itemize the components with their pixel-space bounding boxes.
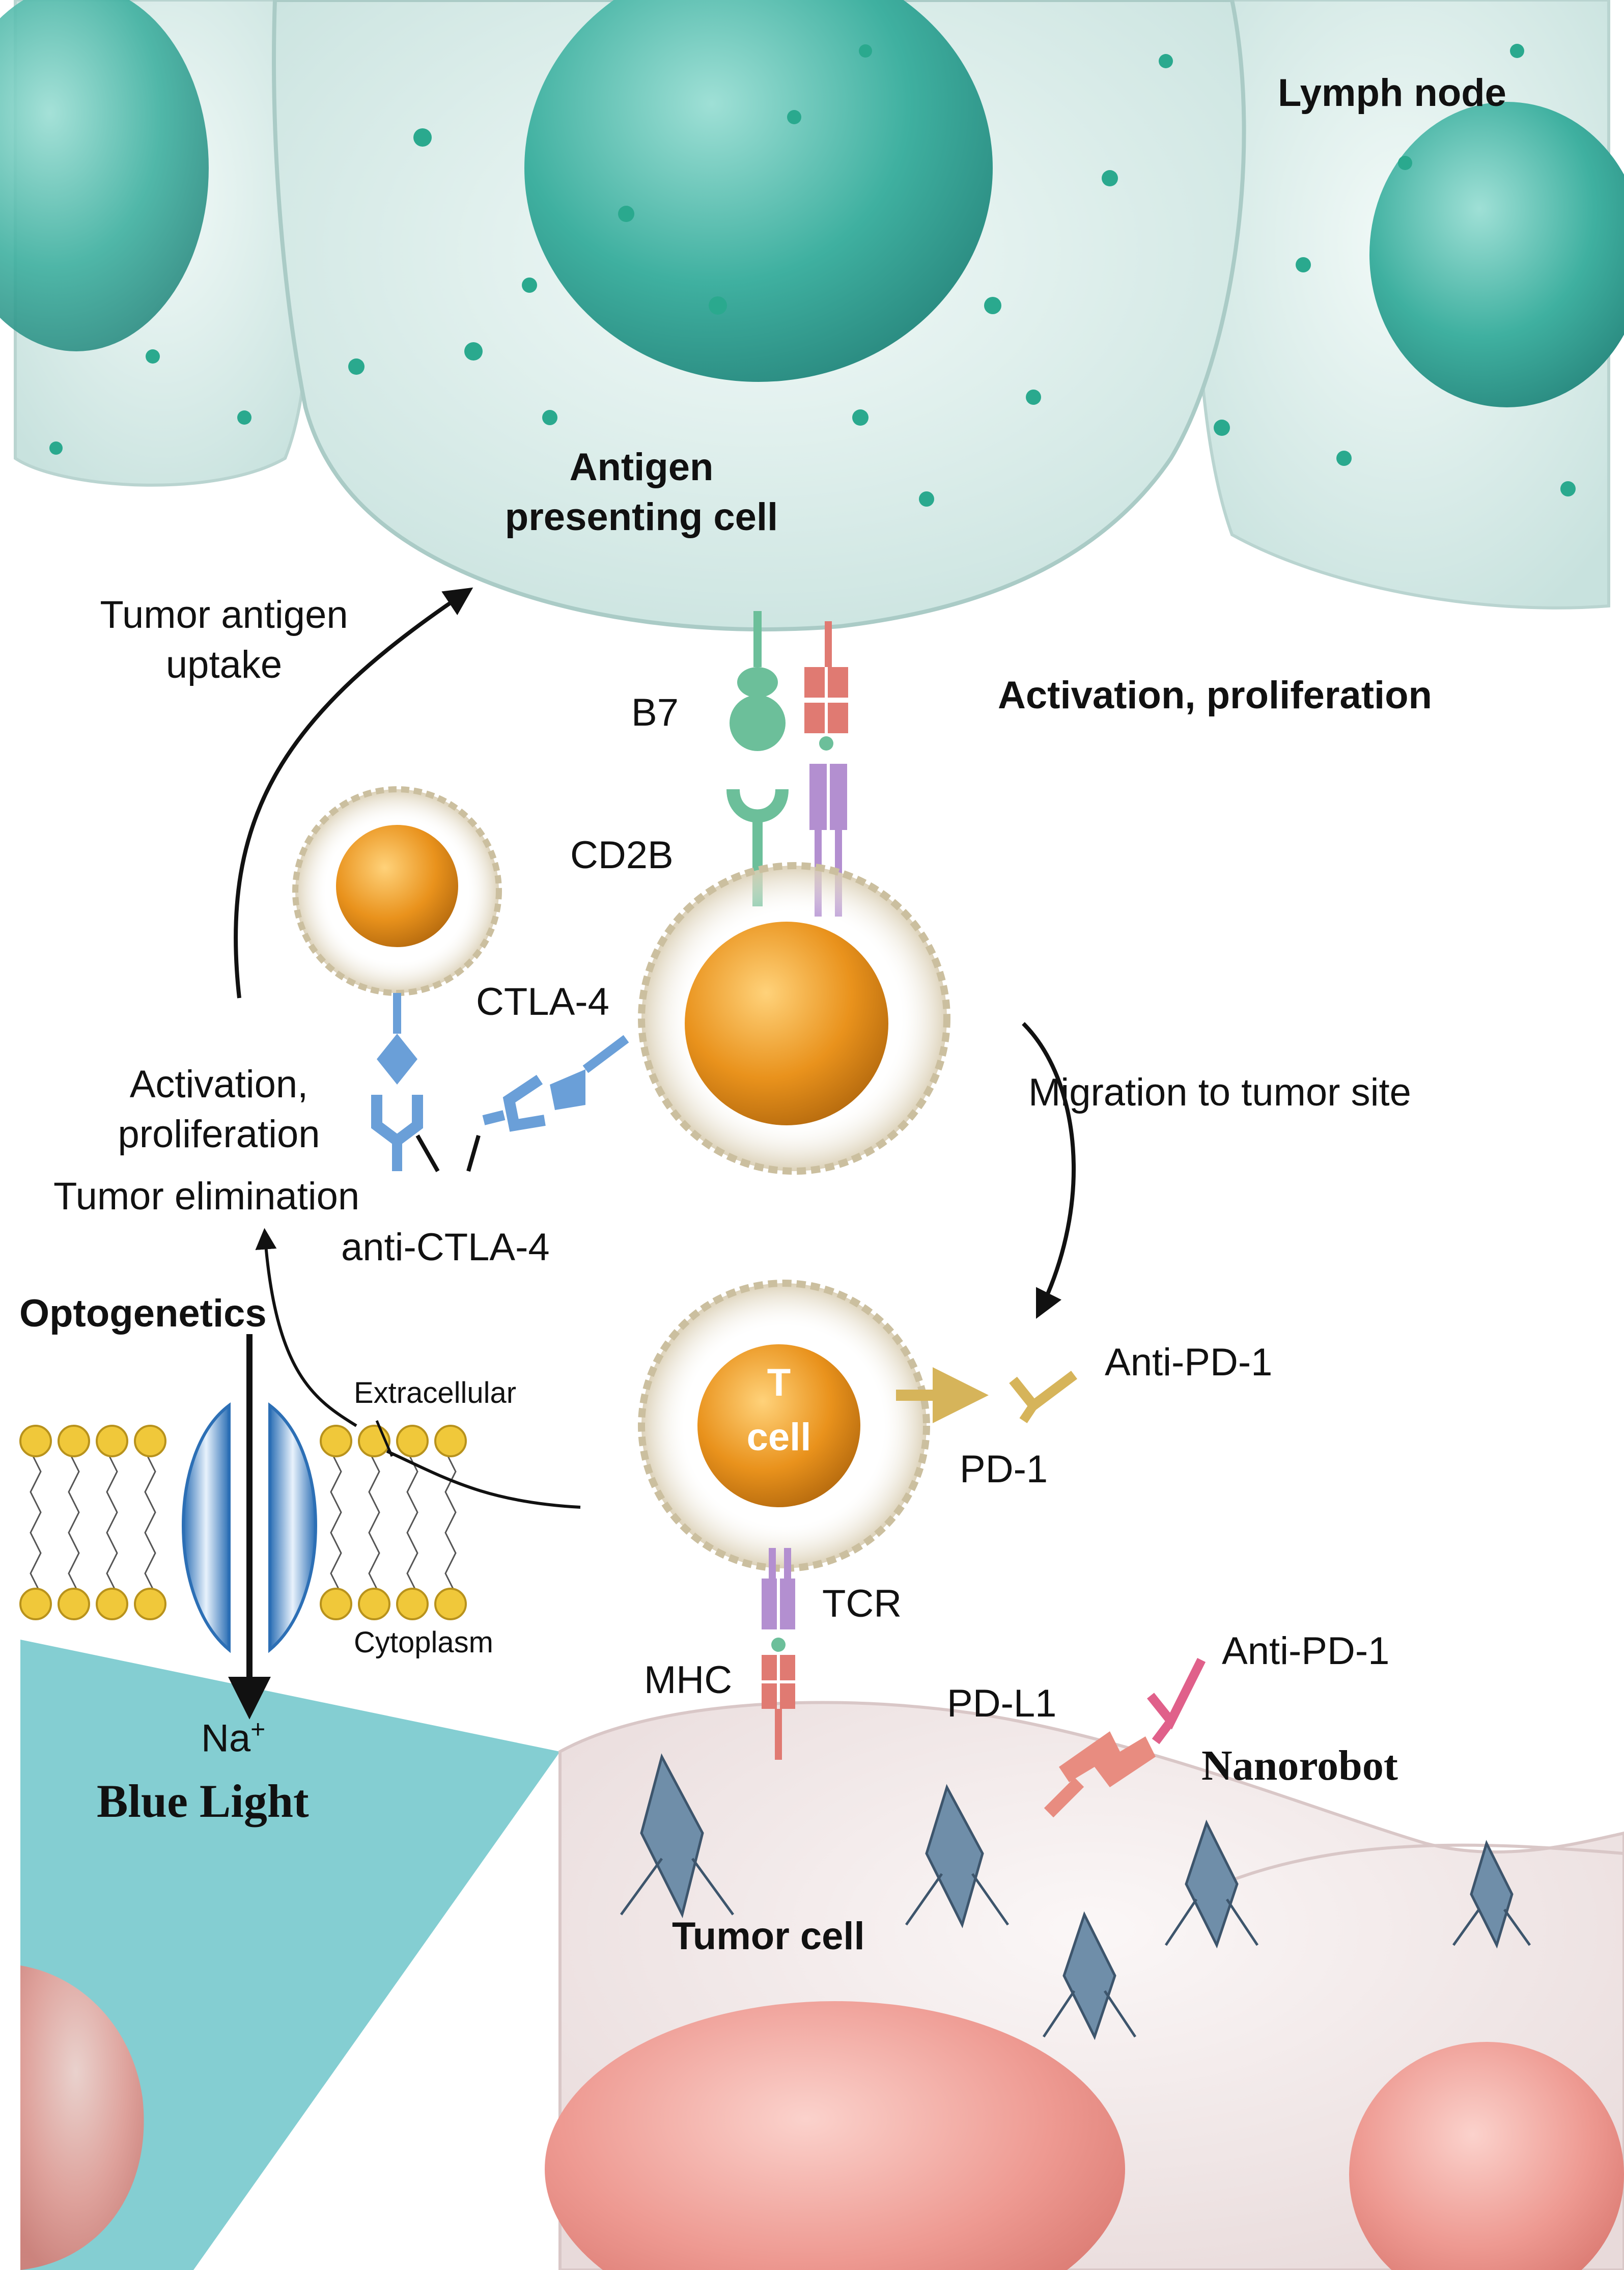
- nanorobot-group: [620, 1753, 1531, 2040]
- label-pd1: PD-1: [960, 1448, 1048, 1491]
- label-na-charge: +: [250, 1715, 266, 1743]
- label-pdl1: PD-L1: [947, 1682, 1057, 1725]
- apc-nuclei: [0, 0, 1624, 407]
- b7-receptor: [730, 611, 786, 751]
- nanorobot-3: [1042, 1911, 1137, 2040]
- anti-ctla4-pointer-left: [415, 1134, 440, 1172]
- tcr-receptor-lower: [762, 1548, 795, 1629]
- anti-ctla4-antibody-right: [482, 1074, 546, 1132]
- t-cell-upper: [638, 862, 950, 1175]
- label-cytoplasm: Cytoplasm: [354, 1626, 493, 1659]
- label-activation-left-line1: Activation,: [129, 1063, 309, 1106]
- label-tumor-elimination: Tumor elimination: [53, 1175, 360, 1218]
- mhc-receptor-lower: [762, 1638, 795, 1760]
- label-optogenetics: Optogenetics: [19, 1292, 267, 1335]
- label-activation-left-line2: proliferation: [118, 1113, 320, 1156]
- t-cell-lower: [638, 1280, 930, 1572]
- nanorobot-4: [1164, 1819, 1259, 1949]
- arrow-tcell-to-membrane: [386, 1450, 581, 1509]
- nanorobot-2: [905, 1784, 1010, 1928]
- label-migration: Migration to tumor site: [1028, 1071, 1411, 1114]
- anti-ctla4-pointer-right: [466, 1134, 481, 1172]
- nanorobot-5: [1452, 1840, 1531, 1949]
- label-lymph-node: Lymph node: [1278, 71, 1506, 115]
- extracellular-pointer: [375, 1420, 394, 1457]
- label-na-ion: Na+: [201, 1715, 266, 1760]
- anti-ctla4-antibody-left: [371, 1095, 423, 1171]
- mhc-receptor-top: [804, 621, 848, 751]
- regulatory-cell-small: [292, 786, 502, 996]
- label-ctla4: CTLA-4: [476, 980, 609, 1023]
- label-tcr: TCR: [822, 1582, 902, 1625]
- arrow-antigen-uptake: [234, 587, 473, 999]
- label-uptake-line2: uptake: [165, 643, 283, 686]
- label-anti-pd1-right: Anti-PD-1: [1105, 1341, 1273, 1384]
- label-t-cell-line2: cell: [746, 1416, 811, 1459]
- label-extracellular: Extracellular: [354, 1376, 517, 1409]
- anti-pd1-antibody-lower: [1146, 1657, 1206, 1745]
- arrow-migration: [1022, 1022, 1076, 1319]
- ion-channel: [182, 1402, 317, 1653]
- blue-light-beam: [20, 1640, 560, 2270]
- label-anti-pd1-lower: Anti-PD-1: [1222, 1629, 1390, 1673]
- label-apc-line2: presenting cell: [505, 495, 778, 539]
- apc-granules: [49, 44, 1576, 507]
- lipid-heads-top: [19, 1425, 467, 1457]
- label-anti-ctla4: anti-CTLA-4: [341, 1226, 550, 1269]
- label-activation-top: Activation, proliferation: [998, 674, 1432, 717]
- ctla4-receptor-upper-cell: [550, 1035, 629, 1110]
- label-nanorobot: Nanorobot: [1201, 1742, 1398, 1789]
- label-t-cell-line1: T: [767, 1361, 791, 1404]
- label-mhc: MHC: [644, 1658, 733, 1702]
- label-apc-line1: Antigen: [569, 446, 714, 489]
- label-cd2b: CD2B: [570, 834, 674, 877]
- label-blue-light: Blue Light: [97, 1775, 309, 1827]
- label-tumor-cell: Tumor cell: [672, 1915, 865, 1958]
- nanorobot-1: [620, 1753, 735, 1919]
- anti-pd1-antibody-right: [1009, 1371, 1077, 1423]
- pdl1-receptor: [1044, 1731, 1156, 1818]
- lipid-heads-bottom: [19, 1588, 467, 1620]
- ctla4-receptor-small-cell: [377, 993, 417, 1085]
- arrow-tumor-elimination: [255, 1228, 357, 1427]
- label-b7: B7: [631, 691, 679, 734]
- lipid-tails: [30, 1451, 457, 1594]
- label-uptake-line1: Tumor antigen: [100, 593, 348, 636]
- cell-membrane: [19, 1334, 467, 1720]
